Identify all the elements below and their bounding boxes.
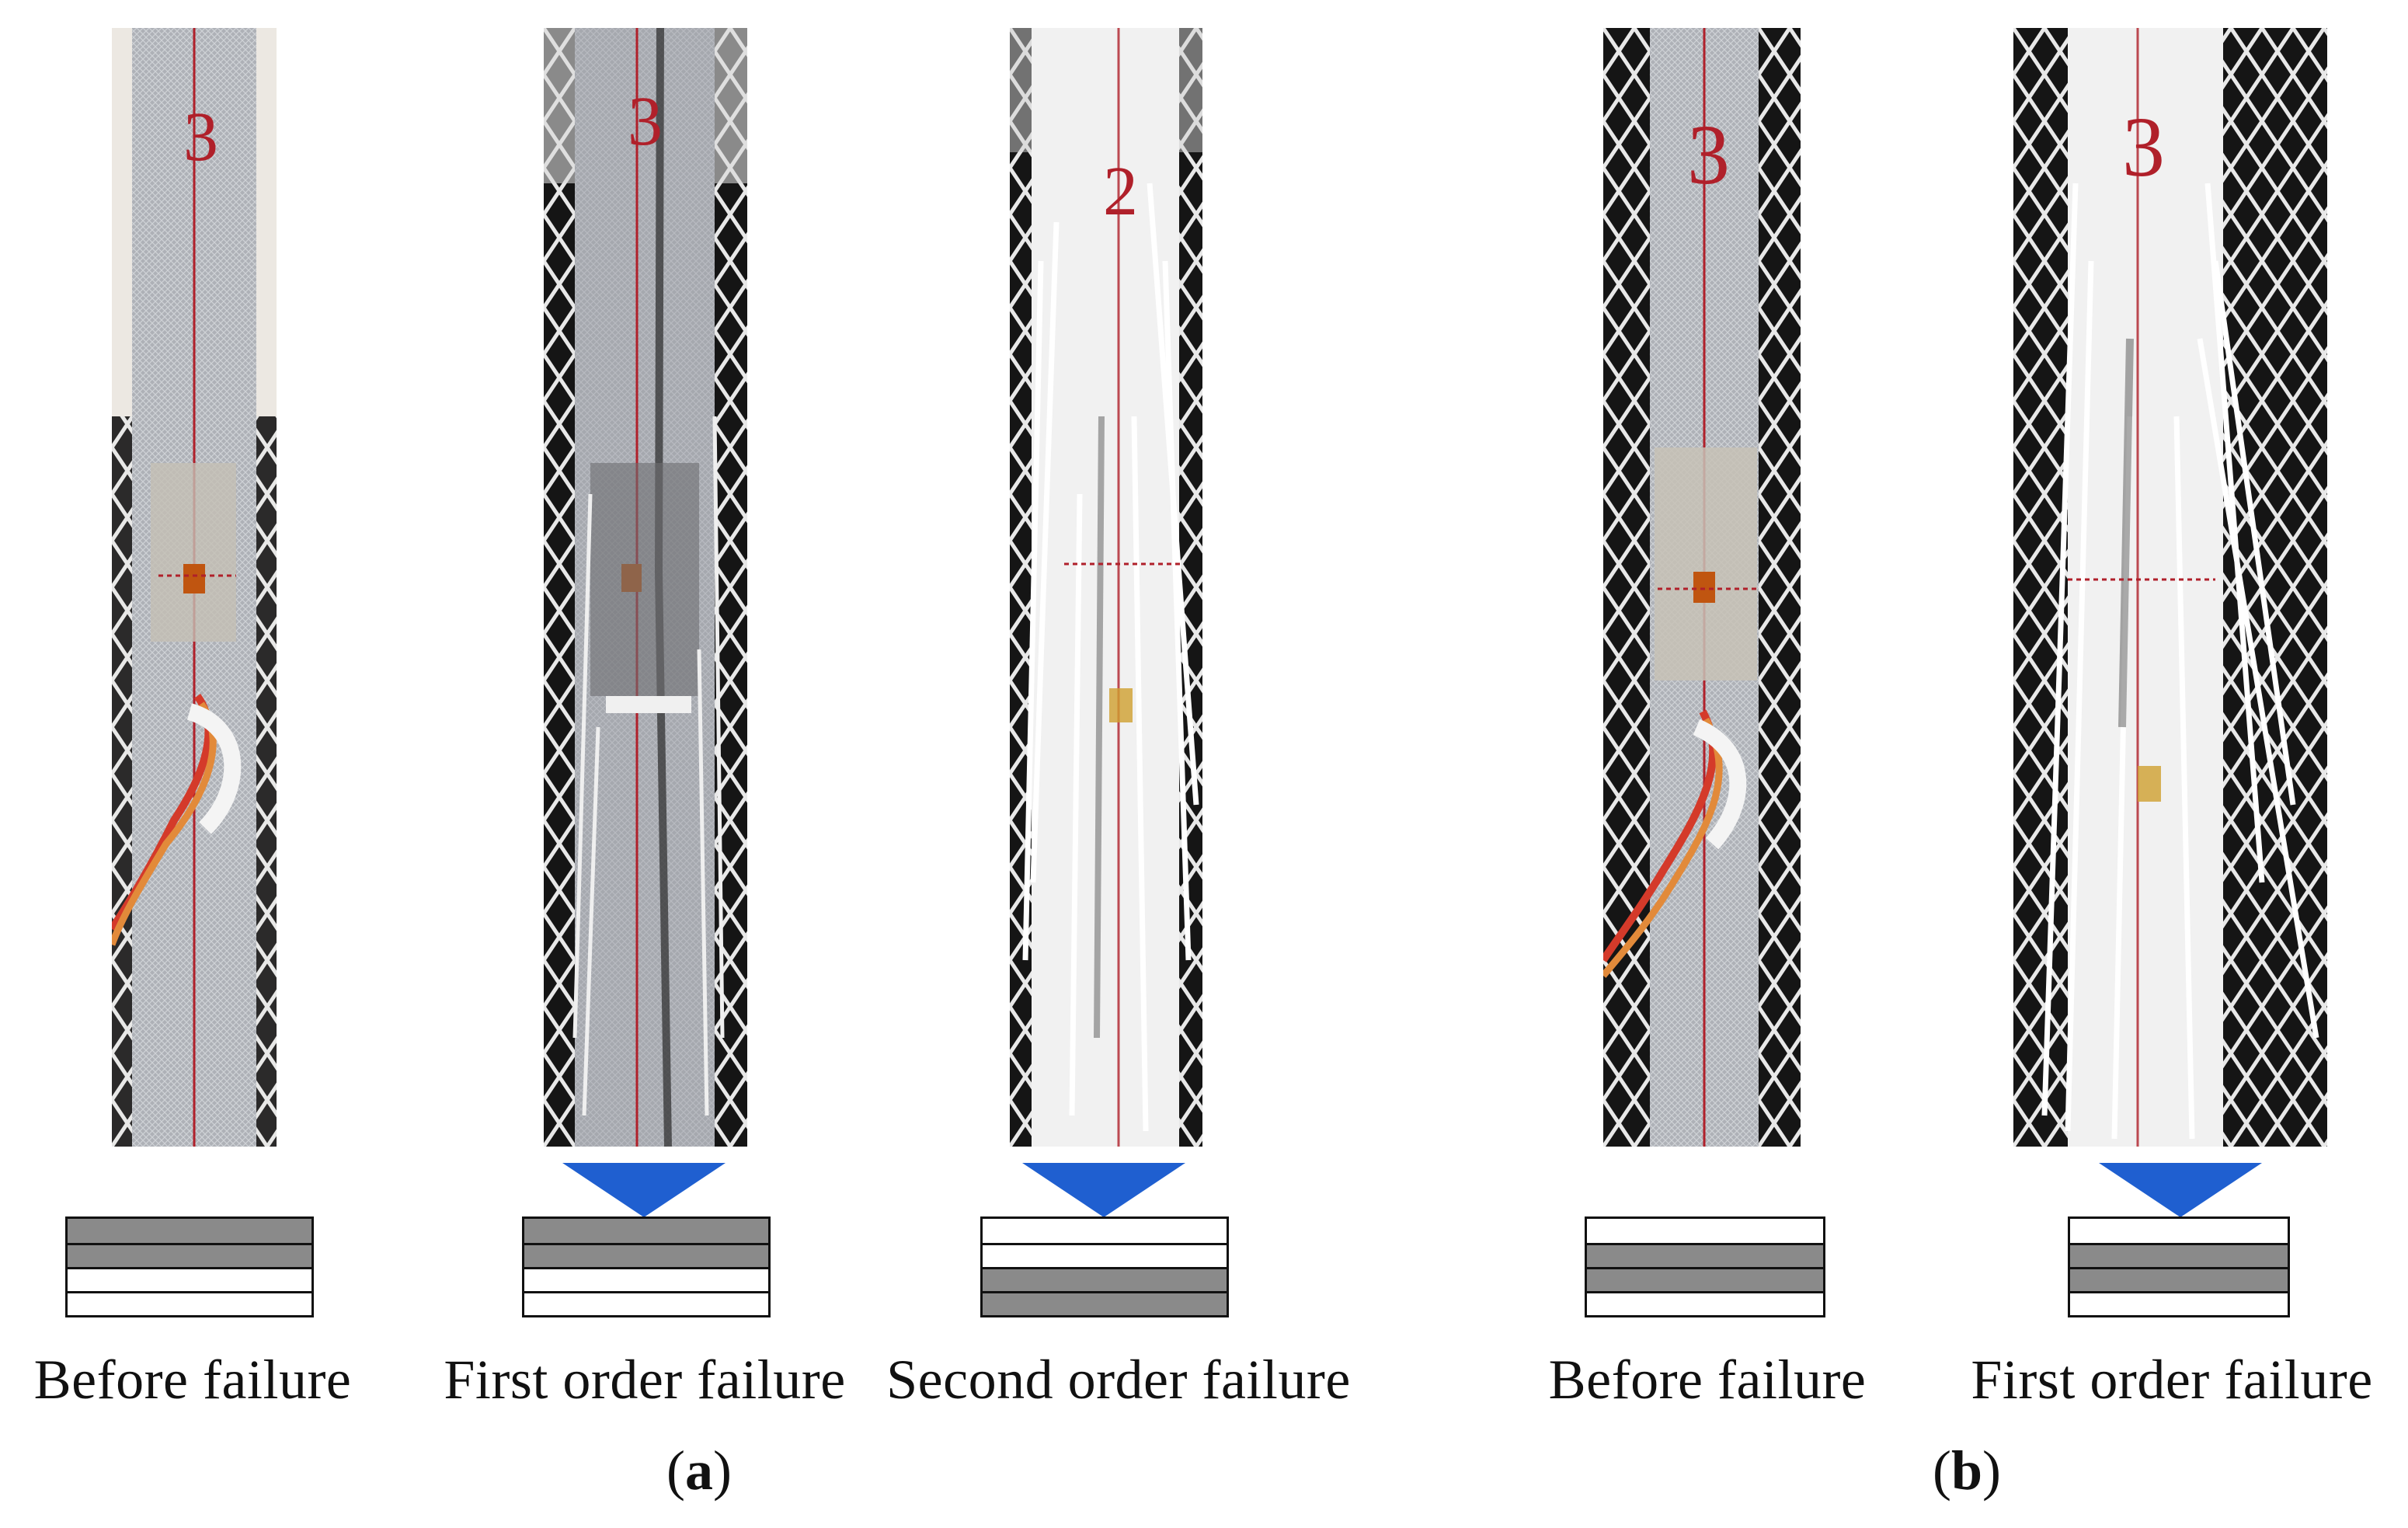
caption-a-before: Before failure xyxy=(33,1349,352,1411)
caption-a-first-order: First order failure xyxy=(444,1349,846,1411)
layer-diagram-a-first-order xyxy=(522,1216,771,1317)
svg-text:3: 3 xyxy=(2122,99,2165,194)
layer-diagram-b-before xyxy=(1585,1216,1825,1317)
arrow-a-second-order xyxy=(1022,1163,1185,1217)
svg-text:3: 3 xyxy=(183,99,218,176)
svg-text:3: 3 xyxy=(628,83,663,160)
specimen-photo-b-first-order: 3 xyxy=(2013,28,2327,1147)
caption-a-second-order: Second order failure xyxy=(886,1349,1351,1411)
specimen-photo-a-second-order: 2 xyxy=(1010,28,1202,1147)
layer-diagram-a-before xyxy=(65,1216,314,1317)
panel-label-b: (b) xyxy=(1932,1439,2002,1502)
arrow-b-first-order xyxy=(2099,1163,2262,1217)
specimen-photo-b-before: 3 xyxy=(1603,28,1801,1147)
caption-b-first-order: First order failure xyxy=(1971,1349,2373,1411)
layer-diagram-b-first-order xyxy=(2068,1216,2290,1317)
svg-text:3: 3 xyxy=(1687,107,1730,202)
caption-b-before: Before failure xyxy=(1548,1349,1867,1411)
svg-text:2: 2 xyxy=(1103,153,1138,230)
specimen-photo-a-before: 3 xyxy=(112,28,277,1147)
arrow-a-first-order xyxy=(562,1163,726,1217)
layer-diagram-a-second-order xyxy=(980,1216,1229,1317)
panel-label-a: (a) xyxy=(666,1439,732,1502)
specimen-photo-a-first-order: 3 xyxy=(544,28,747,1147)
